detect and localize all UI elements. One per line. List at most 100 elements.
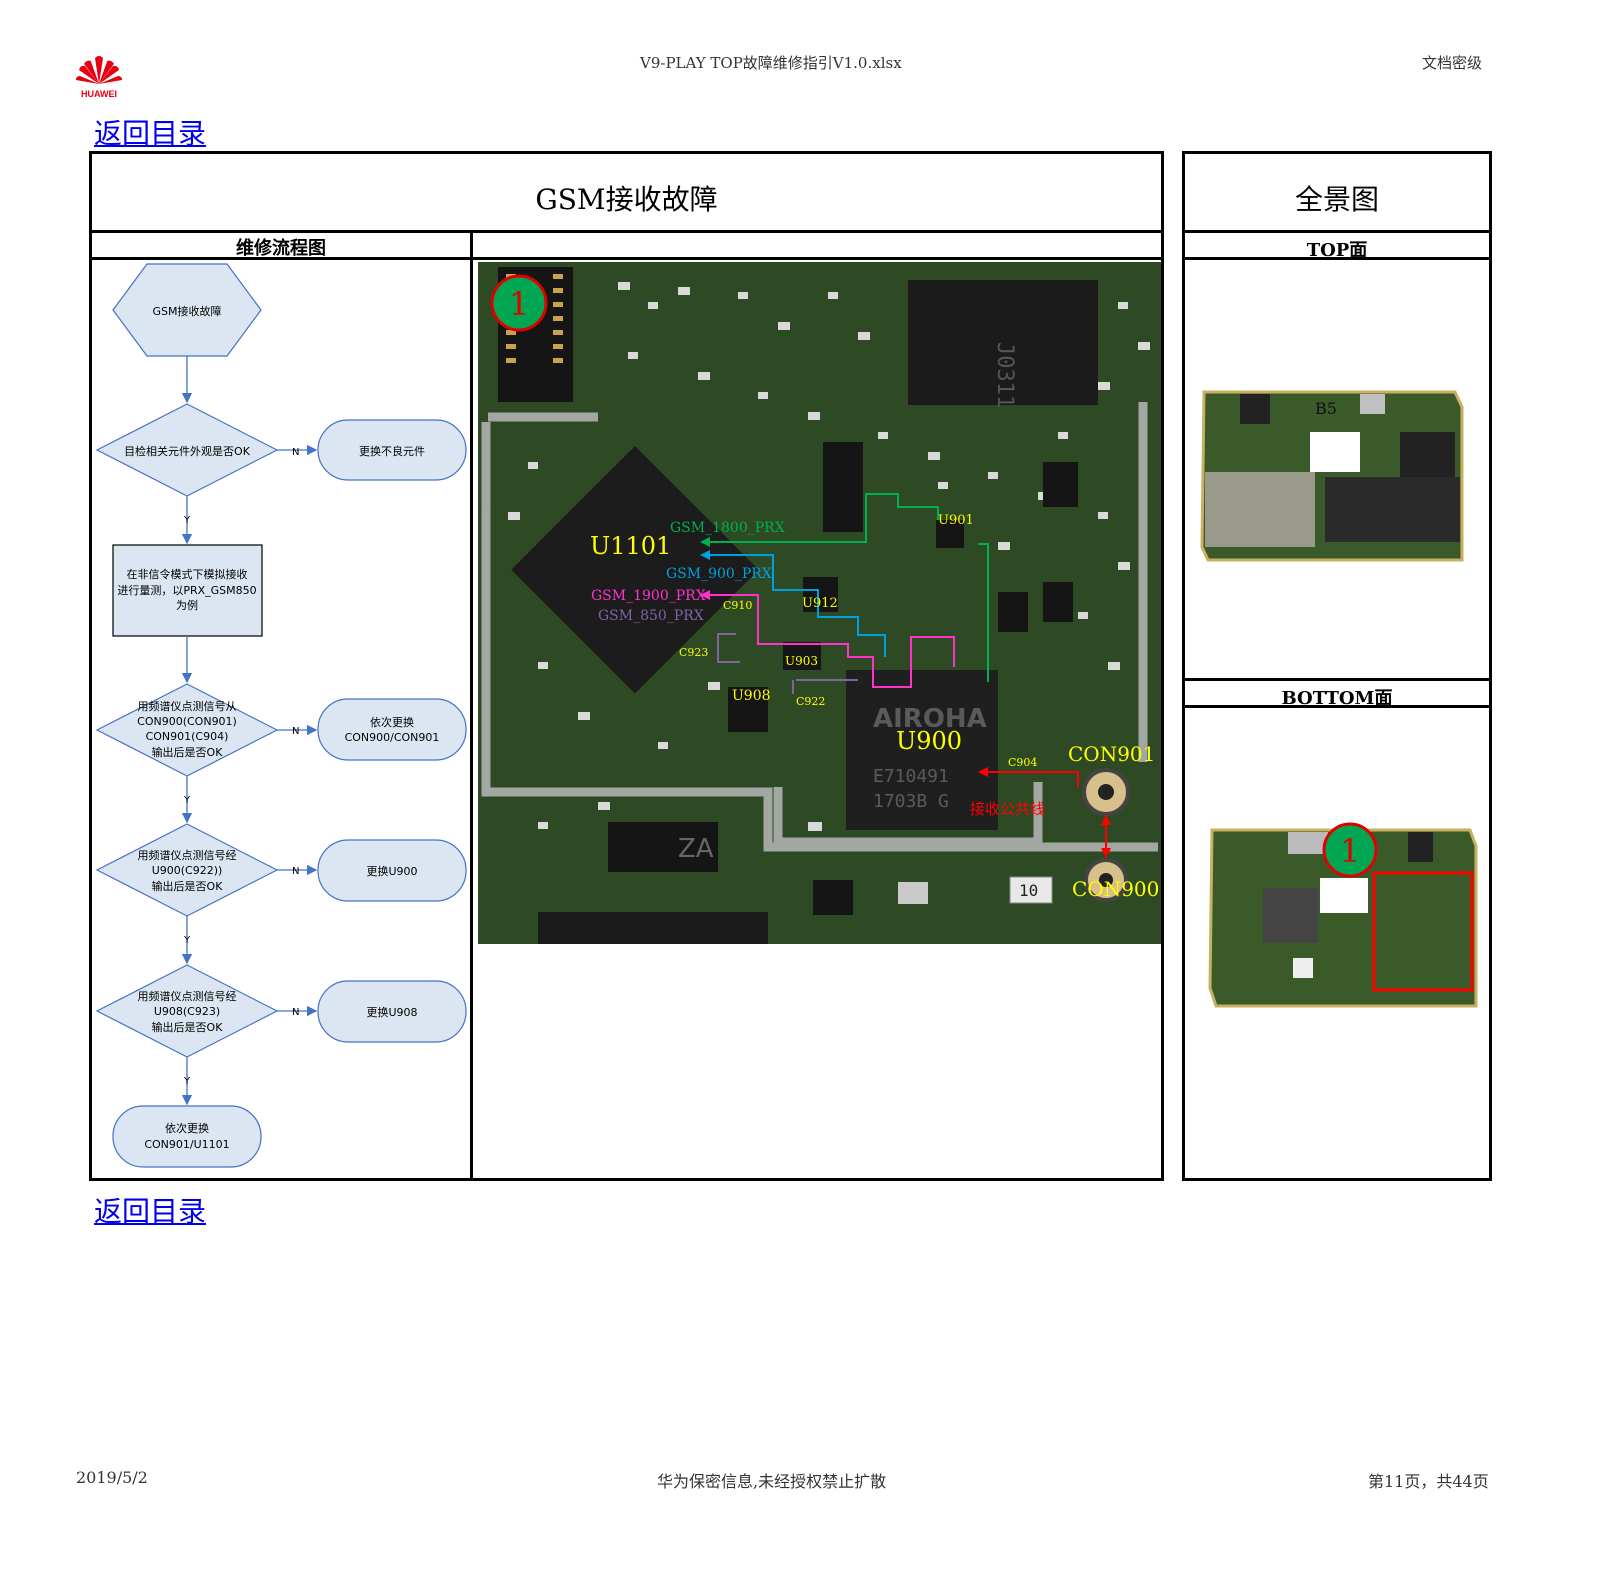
flow-start-hexagon: [112, 263, 262, 357]
ic-u912: [803, 577, 838, 612]
panorama-mid-divider-2: [1182, 705, 1492, 708]
flow-a2-terminator: [317, 698, 467, 761]
flow-start-text: GSM接收故障: [153, 304, 222, 318]
trace-arrowheads: [700, 537, 710, 600]
flow-q4-line3: 输出后是否OK: [152, 1020, 224, 1034]
flow-a2-line1: 依次更换: [370, 715, 414, 729]
main-column-divider: [470, 230, 473, 1181]
label-con901: CON901: [1068, 742, 1155, 766]
flow-end-terminator: [112, 1105, 262, 1168]
label-c923: C923: [679, 646, 708, 659]
label-c922: C922: [796, 695, 825, 708]
flow-a2-line2: CON900/CON901: [345, 731, 440, 744]
repair-flowchart: Y Y Y Y N N N N GSM接收故障 目检相关元件外观是否OK 更换不…: [95, 263, 467, 1168]
label-c910: C910: [723, 599, 752, 612]
top-side-panorama: B5: [1200, 390, 1464, 562]
part-10: [1009, 876, 1053, 904]
flow-yes-2: Y: [183, 795, 191, 806]
shield-frame: [481, 402, 1158, 852]
ic-misc-1: [823, 442, 863, 532]
flow-q3-line3: 输出后是否OK: [152, 879, 224, 893]
flow-q3-line1: 用频谱仪点测信号经: [138, 848, 237, 862]
document-filename: V9-PLAY TOP故障维修指引V1.0.xlsx: [640, 54, 902, 72]
trace-gsm850: [717, 633, 858, 694]
flow-a1-text: 更换不良元件: [359, 444, 425, 458]
ic-misc-2: [1043, 462, 1078, 507]
diode-label: ZA: [678, 834, 714, 864]
footer-date: 2019/5/2: [76, 1468, 148, 1487]
bottom-side-panorama: 1: [1208, 822, 1478, 1008]
chip-top-right: [908, 280, 1098, 405]
flow-a1-terminator: [317, 419, 467, 481]
flow-q4-line2: U908(C923): [154, 1005, 220, 1018]
label-shared-line: 接收公共线: [970, 800, 1045, 818]
flow-yes-4: Y: [183, 1076, 191, 1087]
huawei-logo: HUAWEI: [74, 50, 124, 100]
label-u901: U901: [938, 513, 974, 528]
marker-1-circle: [490, 274, 548, 332]
bottom-connector: [538, 912, 768, 944]
flow-a4-text: 更换U908: [366, 1005, 417, 1019]
svg-text:HUAWEI: HUAWEI: [81, 89, 117, 99]
ic-u908: [728, 687, 768, 732]
pcb-closeup-photo: J0311 ZA AIROHA E710491 1703B G: [478, 262, 1161, 944]
flow-end-line1: 依次更换: [165, 1121, 209, 1135]
flow-a3-terminator: [317, 839, 467, 902]
flow-q2-line4: 输出后是否OK: [152, 745, 224, 759]
flow-end-line2: CON901/U1101: [144, 1138, 229, 1151]
diode-za: [608, 822, 718, 872]
label-con900: CON900: [1072, 877, 1159, 901]
ic-u900: [846, 670, 998, 830]
footer-page-number: 第11页，共44页: [1368, 1472, 1489, 1491]
label-gsm850: GSM_850_PRX: [598, 608, 704, 624]
panorama-title: 全景图: [1294, 183, 1379, 216]
trace-gsm1900: [703, 594, 955, 688]
ic-u903: [783, 642, 821, 670]
main-subheader-divider: [89, 257, 1164, 260]
footer-confidential-notice: 华为保密信息,未经授权禁止扩散: [657, 1472, 887, 1491]
chip-top-right-text: J0311: [992, 342, 1017, 408]
highlight-box: [1372, 871, 1474, 992]
bottom-marker-1-label: 1: [1340, 832, 1360, 870]
flow-q3-line2: U900(C922)): [152, 864, 223, 877]
label-u1101: U1101: [590, 532, 671, 560]
flow-yes-3: Y: [183, 935, 191, 946]
bottom-marker-1-circle: [1322, 822, 1378, 878]
main-title: GSM接收故障: [535, 183, 718, 216]
back-to-contents-link-top[interactable]: 返回目录: [94, 117, 207, 150]
shared-arrowheads: [978, 767, 1111, 858]
bottom-side-label: BOTTOM面: [1281, 688, 1393, 709]
top-board-b5: B5: [1315, 399, 1337, 418]
ic-misc-4: [998, 592, 1028, 632]
panorama-title-divider: [1182, 230, 1492, 233]
flow-q4-line1: 用频谱仪点测信号经: [138, 989, 237, 1003]
panorama-mid-divider-1: [1182, 678, 1492, 681]
ic-misc-3: [1043, 582, 1073, 622]
marker-1-label: 1: [509, 285, 529, 323]
flow-header: 维修流程图: [236, 238, 326, 259]
flow-step1-line1: 在非信令模式下模拟接收: [127, 567, 248, 581]
flow-no-2: N: [292, 726, 299, 737]
flow-step1-line3: 为例: [176, 598, 198, 612]
flow-step1-box: [112, 544, 263, 637]
smd-parts: [508, 282, 1150, 904]
label-u900: U900: [896, 727, 962, 755]
huawei-logo-icon: HUAWEI: [76, 56, 122, 99]
u900-brand-text: AIROHA: [873, 704, 987, 734]
flow-q2-line3: CON901(C904): [146, 730, 229, 743]
u900-code-text: E710491: [873, 766, 949, 787]
flow-no-4: N: [292, 1007, 299, 1018]
label-gsm900: GSM_900_PRX: [666, 566, 772, 582]
u900-date-text: 1703B G: [873, 791, 949, 812]
flow-no-3: N: [292, 866, 299, 877]
flow-q2-line2: CON900(CON901): [137, 715, 237, 728]
panorama-top-divider: [1182, 257, 1492, 260]
flow-step1-line2: 进行量测，以PRX_GSM850: [117, 584, 256, 597]
back-to-contents-link-bottom[interactable]: 返回目录: [94, 1195, 207, 1228]
flow-a4-terminator: [317, 980, 467, 1043]
label-u903: U903: [785, 654, 818, 668]
main-frame: [89, 151, 1164, 1181]
flow-no-1: N: [292, 447, 299, 458]
ic-bottom-right: [813, 880, 853, 915]
label-gsm1800: GSM_1800_PRX: [670, 520, 785, 536]
